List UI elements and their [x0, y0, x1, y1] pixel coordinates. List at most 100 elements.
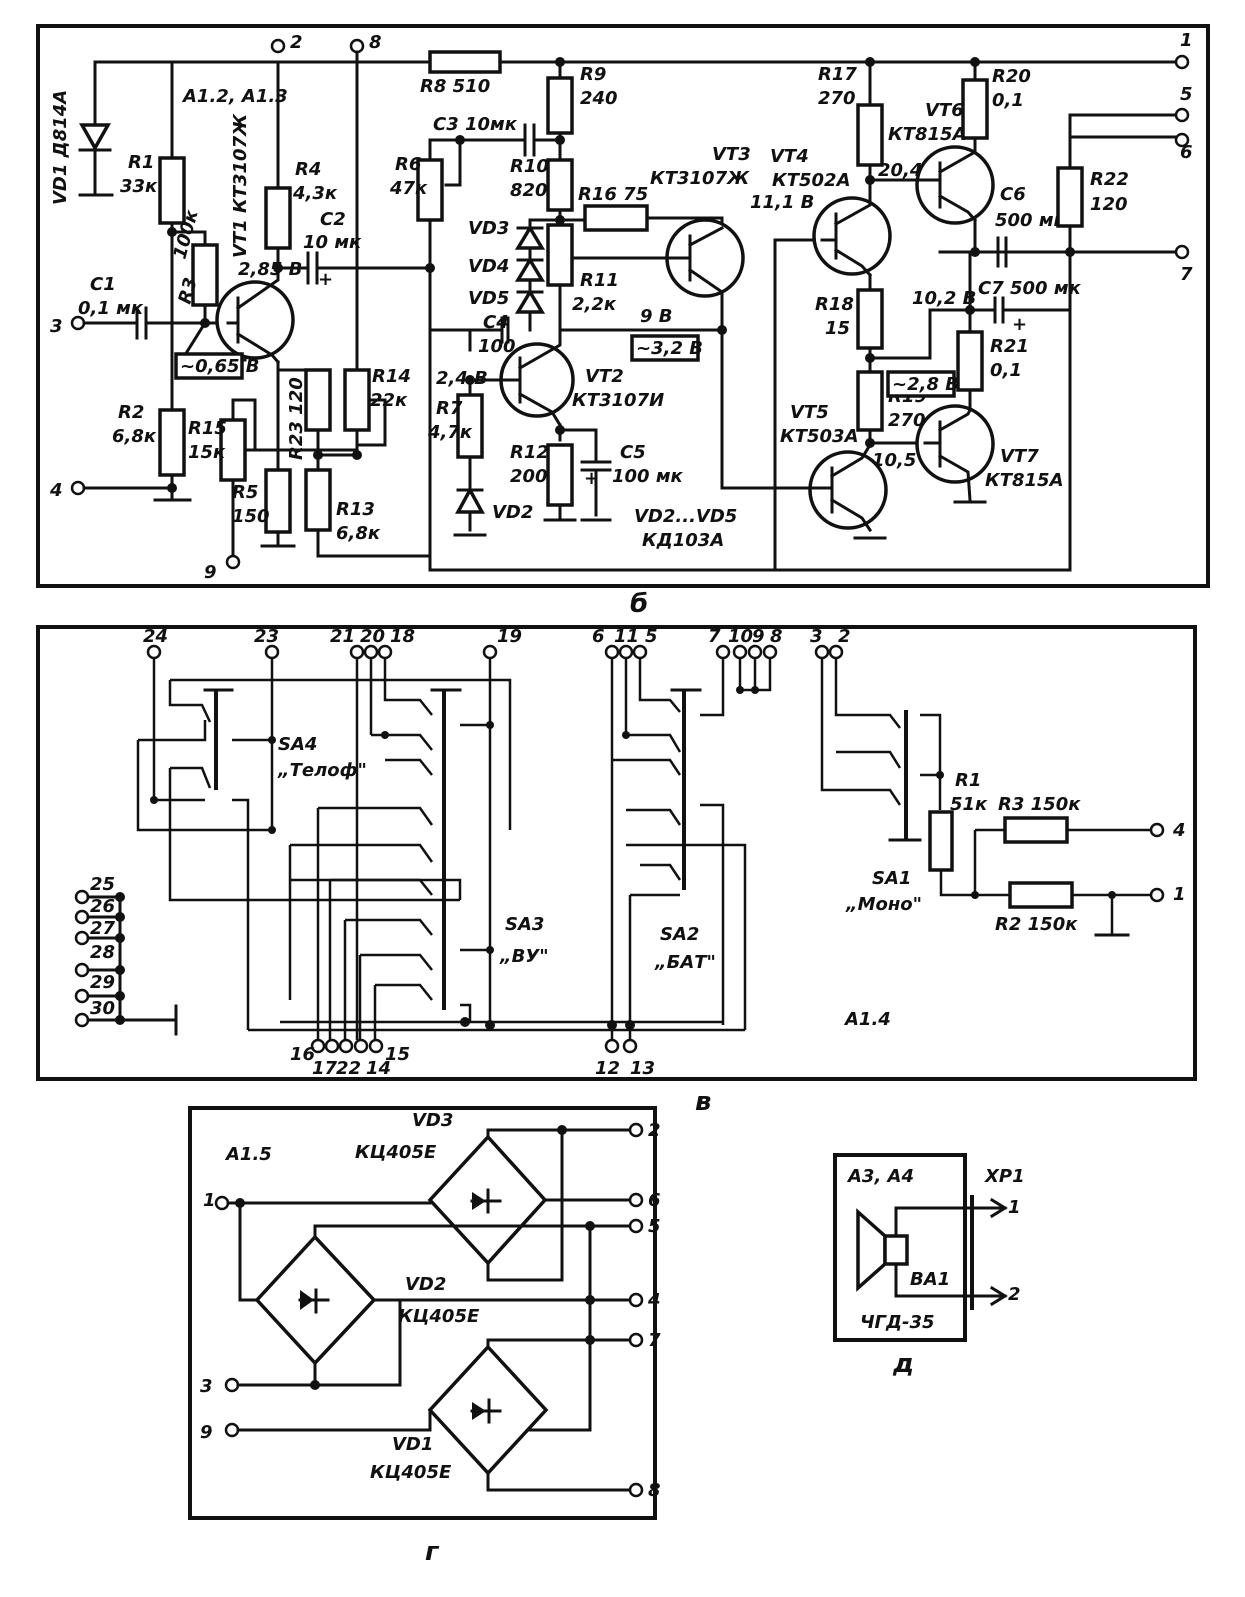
- svg-text:R18: R18: [815, 294, 854, 315]
- terminal-9[interactable]: [225, 554, 241, 570]
- svg-text:26: 26: [90, 896, 115, 917]
- svg-text:100: 100: [478, 336, 516, 357]
- svg-text:VT6: VT6: [925, 100, 964, 121]
- transistor-vt7: [915, 404, 995, 484]
- svg-text:R20: R20: [992, 66, 1031, 87]
- svg-text:8: 8: [369, 32, 382, 53]
- svg-text:500 мк: 500 мк: [995, 210, 1067, 231]
- svg-text:C7 500 мк: C7 500 мк: [978, 278, 1082, 299]
- resistor-r3-a14: [1003, 816, 1069, 844]
- svg-text:R4: R4: [295, 159, 321, 180]
- bottom-terminals: 16 17 22 14 15 12 13: [290, 1038, 655, 1079]
- svg-text:„Моно": „Моно": [845, 894, 922, 915]
- panel-v-switches: 24 23 21 20 18 19 6 11 5 7 10 9 8 3 2: [36, 625, 1197, 1117]
- svg-text:2: 2: [1008, 1284, 1021, 1305]
- svg-text:VT1 КТ3107Ж: VT1 КТ3107Ж: [230, 113, 251, 258]
- svg-text:R12: R12: [510, 442, 549, 463]
- svg-text:VD3: VD3: [468, 218, 509, 239]
- panel-g-rectifiers: A1.5 VD3 КЦ405Е 2 1 6 5: [188, 1106, 661, 1567]
- svg-text:SA2: SA2: [660, 924, 699, 945]
- svg-text:25: 25: [90, 874, 115, 895]
- svg-text:24: 24: [143, 626, 168, 647]
- svg-text:10,2 В: 10,2 В: [912, 288, 976, 309]
- svg-text:R7: R7: [436, 398, 463, 419]
- svg-text:BA1: BA1: [910, 1269, 950, 1290]
- svg-text:2,85 В: 2,85 В: [238, 259, 302, 280]
- svg-text:R15: R15: [188, 418, 227, 439]
- svg-text:R3 150к: R3 150к: [998, 794, 1081, 815]
- terminal-1-a14[interactable]: [1149, 887, 1165, 903]
- terminal-2[interactable]: [270, 38, 286, 54]
- diode-vd3: [514, 224, 546, 250]
- svg-text:КТ815А: КТ815А: [985, 470, 1064, 491]
- svg-text:22к: 22к: [370, 390, 408, 411]
- transistor-vt4: [812, 196, 892, 276]
- svg-text:100 мк: 100 мк: [612, 466, 684, 487]
- svg-text:3: 3: [200, 1376, 213, 1397]
- terminal-5[interactable]: [1174, 107, 1190, 123]
- svg-text:11,1 В: 11,1 В: [750, 192, 814, 213]
- terminal-7[interactable]: [1174, 244, 1190, 260]
- terminal-4-a14[interactable]: [1149, 822, 1165, 838]
- terminal-8[interactable]: [349, 38, 365, 54]
- svg-text:5: 5: [645, 626, 658, 647]
- svg-text:5: 5: [1180, 84, 1193, 105]
- svg-text:2,2к: 2,2к: [572, 294, 617, 315]
- resistor-r23: [304, 368, 332, 432]
- svg-text:10: 10: [728, 626, 753, 647]
- svg-text:22: 22: [336, 1058, 361, 1079]
- svg-text:16: 16: [290, 1044, 315, 1065]
- svg-text:6,8к: 6,8к: [112, 426, 157, 447]
- svg-text:R10: R10: [510, 156, 549, 177]
- svg-text:R2: R2: [118, 402, 144, 423]
- resistor-r10: [546, 158, 574, 212]
- resistor-r18: [856, 288, 884, 350]
- svg-text:14: 14: [366, 1058, 391, 1079]
- resistor-r4: [264, 186, 292, 250]
- terminal-4[interactable]: [70, 480, 86, 496]
- switch-sa1: R1 51к SA1 „Моно" 4 R3 150к 1 R2 150к: [820, 658, 1186, 937]
- svg-text:20: 20: [360, 626, 385, 647]
- svg-text:15к: 15к: [188, 442, 226, 463]
- side-terminals: 25 26 27 28 29 30: [74, 874, 178, 1036]
- svg-text:9: 9: [204, 562, 217, 583]
- svg-text:200: 200: [510, 466, 548, 487]
- svg-text:9 В: 9 В: [640, 306, 673, 327]
- terminal-1[interactable]: [1174, 54, 1190, 70]
- diode-vd4: [514, 256, 546, 282]
- resistor-r8: [428, 50, 502, 74]
- svg-text:27: 27: [90, 918, 116, 939]
- svg-text:4,7к: 4,7к: [427, 422, 473, 443]
- resistor-r5: [264, 468, 292, 534]
- svg-text:VD1: VD1: [392, 1434, 433, 1455]
- diode-vd5: [514, 288, 546, 314]
- svg-text:C3 10мк: C3 10мк: [433, 114, 518, 135]
- svg-text:7: 7: [1180, 264, 1193, 285]
- terminal-6[interactable]: [1174, 132, 1190, 148]
- svg-text:VT2: VT2: [585, 366, 624, 387]
- svg-text:C5: C5: [620, 442, 646, 463]
- svg-text:R11: R11: [580, 270, 619, 291]
- svg-text:~2,8 В: ~2,8 В: [892, 374, 959, 395]
- svg-text:8: 8: [648, 1480, 661, 1501]
- svg-text:15: 15: [825, 318, 850, 339]
- panel-g-frame: [188, 1106, 657, 1520]
- svg-text:VT4: VT4: [770, 146, 809, 167]
- svg-text:29: 29: [90, 972, 115, 993]
- resistor-r21: [956, 330, 984, 392]
- svg-text:9: 9: [200, 1422, 213, 1443]
- svg-text:КЦ405Е: КЦ405Е: [398, 1306, 480, 1327]
- svg-text:~3,2 В: ~3,2 В: [636, 338, 703, 359]
- svg-text:VD2: VD2: [492, 502, 533, 523]
- potentiometer-r11: [546, 223, 574, 287]
- svg-text:R1: R1: [128, 152, 154, 173]
- svg-text:19: 19: [497, 626, 522, 647]
- svg-text:VD2...VD5: VD2...VD5: [634, 506, 737, 527]
- svg-text:4: 4: [49, 480, 63, 501]
- svg-text:12: 12: [595, 1058, 620, 1079]
- svg-text:КЦ405Е: КЦ405Е: [355, 1142, 437, 1163]
- svg-text:R5: R5: [232, 482, 258, 503]
- svg-text:6: 6: [1180, 142, 1193, 163]
- svg-text:51к: 51к: [950, 794, 988, 815]
